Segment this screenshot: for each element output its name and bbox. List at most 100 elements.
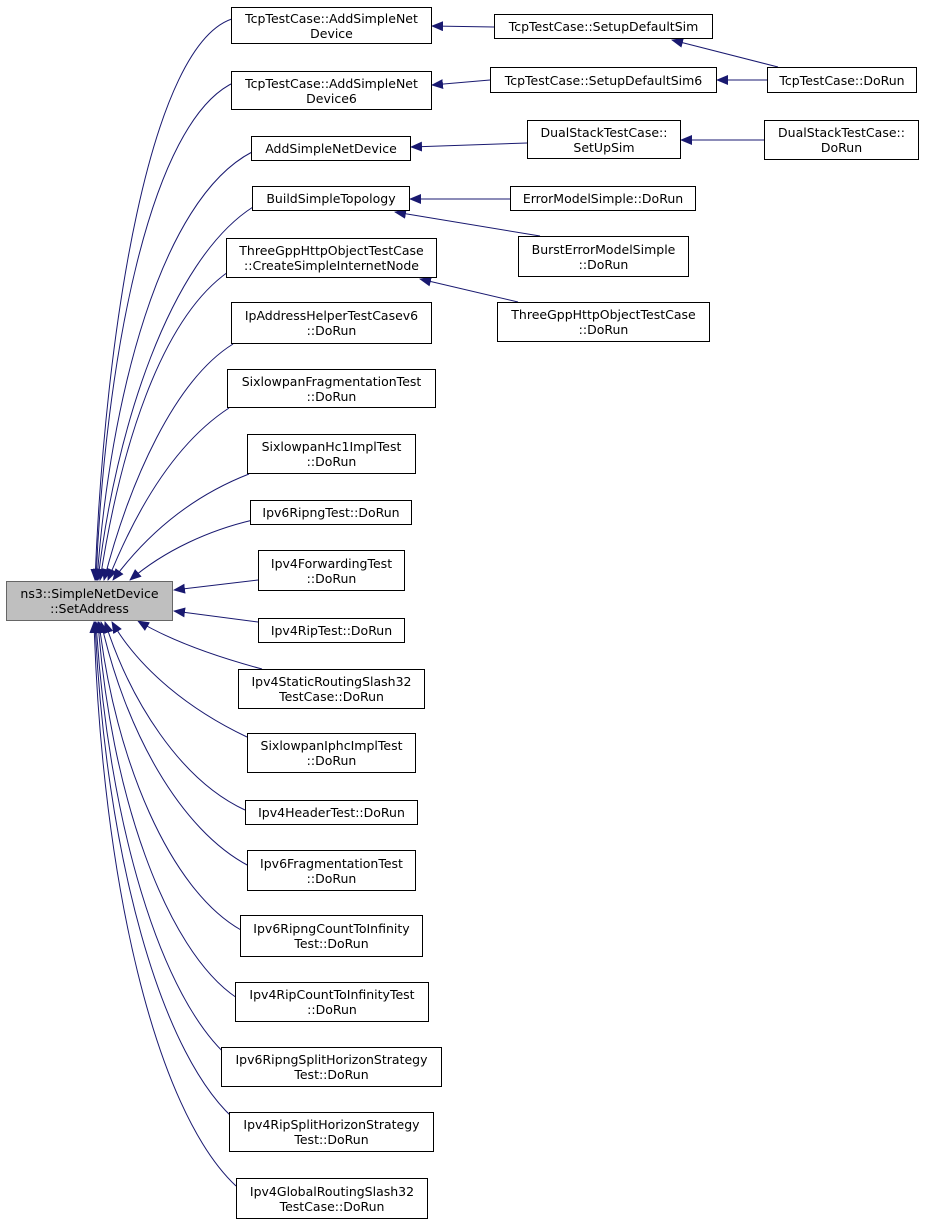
caller-node-n12[interactable]: ThreeGppHttpObjectTestCase::CreateSimple…	[226, 238, 437, 278]
node-label-line: ::DoRun	[578, 256, 629, 272]
node-label-line: TcpTestCase::SetupDefaultSim6	[504, 72, 703, 88]
caller-node-n18[interactable]: Ipv4ForwardingTest::DoRun	[258, 550, 405, 591]
node-label-line: ::SetAddress	[50, 601, 129, 616]
caller-node-n11[interactable]: BurstErrorModelSimple::DoRun	[518, 236, 689, 277]
node-label-line: Ipv6RipngTest::DoRun	[262, 505, 400, 520]
node-label-line: Test::DoRun	[294, 1132, 369, 1147]
node-label-line: Test::DoRun	[294, 936, 369, 951]
node-label-line: DoRun	[820, 140, 863, 155]
node-label-line: TcpTestCase::DoRun	[779, 72, 905, 88]
edge-n5-to-n2	[671, 37, 779, 68]
edge-n23-to-root	[98, 621, 250, 867]
node-label-line: SixlowpanIphcImplTest	[260, 738, 403, 753]
node-label-line: ::DoRun	[306, 870, 357, 886]
caller-node-n23[interactable]: Ipv6FragmentationTest::DoRun	[247, 850, 416, 891]
node-label-line: Ipv4RipCountToInfinityTest	[249, 987, 415, 1002]
edge-n28-to-root	[89, 621, 237, 1187]
node-label-line: ::DoRun	[578, 322, 629, 337]
node-label-line: DualStackTestCase::	[540, 124, 668, 140]
edge-n18-to-root	[173, 579, 259, 594]
edge-n12-to-root	[96, 271, 229, 581]
edge-n26-to-root	[91, 621, 233, 1061]
edge-n15-to-root	[107, 407, 230, 581]
node-label-line: ::DoRun	[306, 388, 357, 404]
node-label-line: Ipv6FragmentationTest	[260, 855, 403, 871]
caller-node-n2[interactable]: TcpTestCase::SetupDefaultSim	[494, 14, 713, 39]
edge-n1-to-root	[90, 17, 236, 581]
edge-n24-to-root	[95, 621, 242, 931]
node-label-line: DualStackTestCase::	[778, 125, 905, 140]
node-label-line: Ipv6RipngSplitHorizonStrategy	[235, 1052, 428, 1067]
caller-node-n22[interactable]: Ipv4HeaderTest::DoRun	[245, 800, 418, 825]
node-label-line: Ipv4ForwardingTest	[270, 555, 393, 571]
node-label-line: Ipv4GlobalRoutingSlash32	[249, 1183, 415, 1199]
node-label-line: ThreeGppHttpObjectTestCase	[511, 307, 696, 322]
edge-n19-to-root	[173, 607, 259, 623]
node-label-line: BuildSimpleTopology	[266, 191, 396, 206]
node-label-line: ::CreateSimpleInternetNode	[244, 258, 419, 273]
caller-node-n6[interactable]: AddSimpleNetDevice	[251, 136, 411, 161]
caller-node-n9[interactable]: BuildSimpleTopology	[252, 186, 410, 211]
edge-n11-to-n9	[394, 208, 541, 237]
node-label-line: AddSimpleNetDevice	[265, 141, 397, 156]
edge-n13-to-n12	[419, 276, 519, 303]
edge-n27-to-root	[90, 621, 241, 1125]
node-label-line: ns3::SimpleNetDevice	[20, 586, 159, 601]
edge-n25-to-root	[93, 621, 238, 999]
node-label-line: SetUpSim	[573, 139, 635, 155]
edge-n2-to-n1	[431, 21, 495, 32]
caller-node-n25[interactable]: Ipv4RipCountToInfinityTest::DoRun	[235, 982, 429, 1022]
node-label-line: ThreeGppHttpObjectTestCase	[239, 243, 424, 258]
edge-n21-to-root	[111, 621, 248, 738]
caller-node-n7[interactable]: DualStackTestCase::SetUpSim	[527, 120, 681, 159]
edge-n3-to-root	[91, 81, 236, 581]
caller-node-n16[interactable]: SixlowpanHc1ImplTest::DoRun	[247, 434, 416, 474]
caller-node-n10[interactable]: ErrorModelSimple::DoRun	[510, 186, 696, 211]
edge-n7-to-n6	[410, 141, 528, 152]
caller-node-n8[interactable]: DualStackTestCase::DoRun	[764, 120, 919, 160]
edge-n6-to-root	[92, 151, 253, 581]
edge-n9-to-root	[94, 206, 254, 581]
edge-n20-to-root	[137, 620, 263, 670]
root-node: ns3::SimpleNetDevice::SetAddress	[6, 581, 173, 621]
node-label-line: TcpTestCase::AddSimpleNet	[245, 10, 418, 26]
edge-n16-to-root	[112, 473, 250, 581]
caller-node-n17[interactable]: Ipv6RipngTest::DoRun	[250, 500, 412, 525]
edge-n22-to-root	[103, 621, 246, 811]
node-label-line: Device6	[306, 90, 357, 106]
node-label-line: ::DoRun	[306, 570, 357, 586]
node-label-line: Ipv4StaticRoutingSlash32	[251, 674, 412, 689]
node-label-line: Test::DoRun	[294, 1067, 369, 1082]
caller-node-n14[interactable]: IpAddressHelperTestCasev6::DoRun	[231, 302, 432, 344]
node-label-line: Device	[310, 25, 353, 41]
caller-node-n15[interactable]: SixlowpanFragmentationTest::DoRun	[227, 369, 436, 408]
caller-node-n19[interactable]: Ipv4RipTest::DoRun	[258, 618, 405, 643]
caller-node-n13[interactable]: ThreeGppHttpObjectTestCase::DoRun	[497, 302, 710, 342]
node-label-line: TestCase::DoRun	[279, 1198, 385, 1214]
edge-n4-to-n3	[431, 79, 491, 90]
node-label-line: ::DoRun	[307, 1002, 357, 1017]
node-label-line: Ipv4RipTest::DoRun	[270, 623, 393, 638]
caller-node-n5[interactable]: TcpTestCase::DoRun	[767, 67, 917, 93]
caller-node-n21[interactable]: SixlowpanIphcImplTest::DoRun	[247, 733, 416, 773]
node-label-line: ::DoRun	[306, 753, 357, 768]
node-label-line: SixlowpanFragmentationTest	[241, 373, 422, 389]
node-label-line: Ipv4RipSplitHorizonStrategy	[243, 1117, 420, 1132]
caller-node-n4[interactable]: TcpTestCase::SetupDefaultSim6	[490, 67, 717, 93]
node-label-line: Ipv6RipngCountToInfinity	[253, 921, 410, 936]
edge-n14-to-root	[101, 343, 234, 581]
node-label-line: SixlowpanHc1ImplTest	[261, 439, 402, 454]
node-label-line: ::DoRun	[306, 454, 357, 469]
node-label-line: TcpTestCase::AddSimpleNet	[245, 75, 418, 91]
node-label-line: Ipv4HeaderTest::DoRun	[258, 805, 405, 820]
node-label-line: ErrorModelSimple::DoRun	[522, 191, 684, 206]
